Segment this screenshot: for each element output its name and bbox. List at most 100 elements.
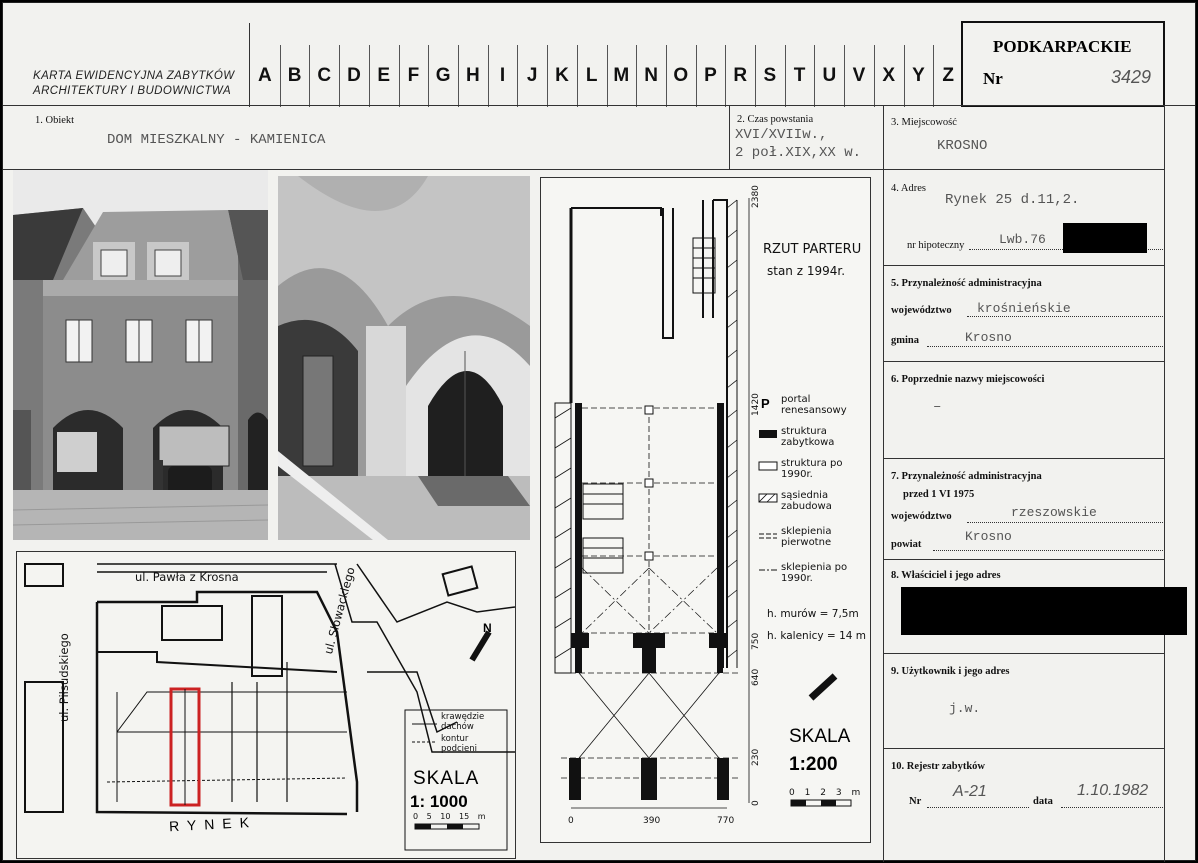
letter-separator [339,45,341,107]
commune-label: gmina [891,335,920,346]
plan-scale-ticks: 0 1 2 3 m [789,788,860,798]
category-letter: Z [942,65,954,86]
category-letter: X [882,65,896,86]
letter-separator [695,45,697,107]
plan-tick: m [851,788,861,798]
category-letter: K [555,65,569,86]
map-scale-ticks: 0 5 10 15 m [413,812,486,821]
voivodeship-value: krośnieńskie [977,301,1071,316]
mortgage-number-value: Lwb.76 [999,232,1046,247]
letter-separator [428,45,430,107]
letter-separator [755,45,757,107]
county-label: powiat [891,539,922,550]
letter-separator [844,45,846,107]
map-tick: 10 [440,812,451,821]
dim-v: 750 [751,632,761,650]
map-tick: 0 [413,812,419,821]
dim-h: 0 [568,816,574,826]
letter-separator [457,45,459,107]
field-3-value: KROSNO [937,138,988,154]
category-letter: H [465,65,480,86]
divider [729,105,730,169]
field-8-label: 8. Właściciel i jego adres [891,570,1001,581]
category-letter: J [526,65,538,86]
street-top-label: ul. Pawła z Krosna [135,570,239,584]
category-letter: C [317,65,332,86]
field-6-label: 6. Poprzednie nazwy miejscowości [891,374,1045,385]
dotted-line [967,315,1165,317]
field-1-label: 1. Obiekt [35,115,75,126]
map-tick: 5 [426,812,432,821]
field-1-value: DOM MIESZKALNY - KAMIENICA [107,132,326,148]
field-7-label: 7. Przynależność administracyjna [891,471,1042,482]
field-7-sub: przed 1 VI 1975 [903,489,975,500]
category-letter: E [377,65,391,86]
field-9-label: 9. Użytkownik i jego adres [891,666,1010,677]
dim-v: 1420 [751,393,761,416]
plan-tick: 0 [789,788,795,798]
divider [883,265,1165,266]
letter-separator [873,45,875,107]
field-3-label: 3. Miejscowość [891,117,957,128]
legend-vault-new: sklepienia po 1990r. [781,562,848,584]
dotted-line [927,345,1165,347]
street-left-label: ul. Piłsudskiego [57,633,71,722]
register-number-value: A-21 [953,783,987,800]
letter-separator [368,45,370,107]
plan-scale-word: SKALA [789,726,851,747]
dotted-line [967,521,1165,523]
plan-tick: 1 [804,788,811,798]
field-10-label: 10. Rejestr zabytków [891,761,985,772]
field-2-value-2: 2 poł.XIX,XX w. [735,145,862,161]
divider [1164,105,1165,862]
field-4-value: Rynek 25 d.11,2. [945,192,1080,208]
divider [3,105,1195,106]
legend-modern: struktura po 1990r. [781,458,843,480]
divider [883,105,884,862]
divider [883,361,1165,362]
map-legend-arcade: kontur podcieni [441,734,478,754]
dotted-line [1061,806,1165,808]
dotted-line [933,549,1165,551]
letter-separator [814,45,816,107]
category-letter: U [822,65,837,86]
category-letter: L [585,65,598,86]
letter-separator [903,45,905,107]
category-letter: M [613,65,630,86]
category-letter: O [673,65,689,86]
legend-neighbour: sąsiednia zabudowa [781,490,832,512]
card-title-line1: KARTA EWIDENCYJNA ZABYTKÓW [33,70,235,82]
plan-scale-value: 1:200 [789,754,838,775]
category-letter: R [733,65,748,86]
card-title: KARTA EWIDENCYJNA ZABYTKÓW ARCHITEKTURY … [33,69,234,99]
divider [883,559,1165,560]
letter-separator [487,45,489,107]
category-letter: N [644,65,658,86]
dim-h: 390 [643,816,661,826]
facade-photo [13,170,268,540]
field-2-label: 2. Czas powstania [737,114,814,125]
divider [3,169,883,170]
field-2-value-1: XVI/XVIIw., [735,127,828,143]
category-letter: D [347,65,361,86]
wall-height: h. murów = 7,5m [767,608,859,620]
category-letter: A [257,65,272,86]
legend-portal: portal renesansowy [781,394,847,416]
letter-separator [547,45,549,107]
letter-separator [576,45,578,107]
category-letter: I [499,65,506,86]
category-letter: T [793,65,806,86]
redaction-block [901,587,1187,635]
card-number-value: 3429 [1111,67,1152,87]
map-tick: 15 [459,812,470,821]
dim-v: 230 [751,748,761,766]
county-value: Krosno [965,529,1012,544]
divider [883,748,1165,749]
region-name: PODKARPACKIE [993,37,1132,56]
dim-v: 640 [751,668,761,686]
voivodeship-label: województwo [891,305,952,316]
plan-tick: 3 [835,788,842,798]
letter-separator [309,45,311,107]
